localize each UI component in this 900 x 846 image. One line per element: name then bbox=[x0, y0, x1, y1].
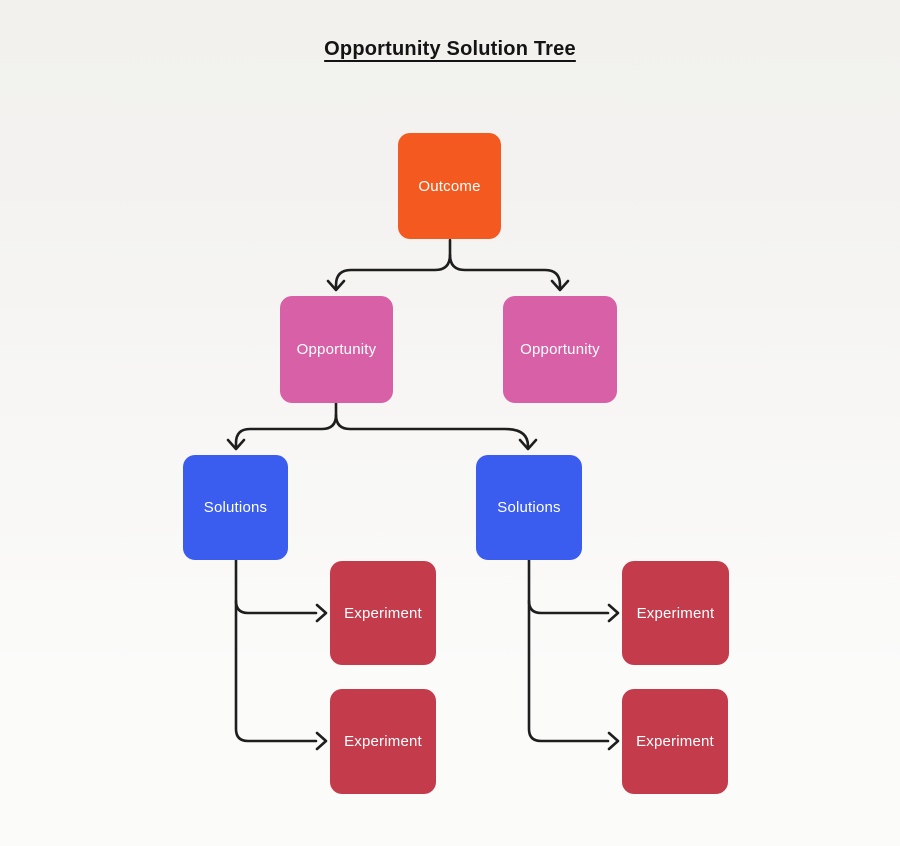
arrowhead-right-icon bbox=[315, 731, 328, 751]
arrowhead-down-icon bbox=[326, 279, 346, 292]
node-experiment-right-top[interactable]: Experiment bbox=[622, 561, 729, 665]
node-solutions-right[interactable]: Solutions bbox=[476, 455, 582, 560]
arrowhead-down-icon bbox=[550, 279, 570, 292]
edge-solutions-left-to-experiment-left-bottom bbox=[234, 599, 328, 751]
node-solutions-left[interactable]: Solutions bbox=[183, 455, 288, 560]
node-experiment-right-top-label: Experiment bbox=[636, 604, 715, 622]
edge-solutions-left-to-experiment-left-top bbox=[234, 558, 328, 623]
arrowhead-right-icon bbox=[315, 603, 328, 623]
node-experiment-left-bottom[interactable]: Experiment bbox=[330, 689, 436, 794]
node-experiment-right-bottom[interactable]: Experiment bbox=[622, 689, 728, 794]
page-title: Opportunity Solution Tree bbox=[324, 38, 576, 60]
node-solutions-left-label: Solutions bbox=[203, 499, 268, 516]
node-experiment-left-top-label: Experiment bbox=[344, 604, 422, 622]
arrowhead-down-icon bbox=[518, 438, 538, 451]
arrowhead-right-icon bbox=[607, 603, 620, 623]
node-solutions-right-label: Solutions bbox=[497, 499, 561, 516]
node-opportunity-left-label: Opportunity bbox=[296, 341, 377, 358]
arrowhead-down-icon bbox=[226, 438, 246, 451]
node-opportunity-left[interactable]: Opportunity bbox=[280, 296, 393, 403]
node-opportunity-right[interactable]: Opportunity bbox=[503, 296, 617, 403]
node-outcome-label: Outcome bbox=[418, 177, 481, 195]
edge-solutions-right-to-experiment-right-bottom bbox=[527, 599, 620, 751]
edge-outcome-to-opportunity-right bbox=[448, 253, 570, 292]
node-opportunity-right-label: Opportunity bbox=[520, 341, 600, 358]
edge-solutions-right-to-experiment-right-top bbox=[527, 558, 620, 623]
edge-opportunity-left-to-solutions-left bbox=[226, 401, 338, 451]
edge-opportunity-left-to-solutions-right bbox=[334, 413, 538, 451]
node-experiment-left-bottom-label: Experiment bbox=[344, 733, 422, 750]
node-experiment-left-top[interactable]: Experiment bbox=[330, 561, 436, 665]
node-outcome[interactable]: Outcome bbox=[398, 133, 501, 239]
arrowhead-right-icon bbox=[607, 731, 620, 751]
edge-outcome-to-opportunity-left bbox=[326, 238, 452, 292]
node-experiment-right-bottom-label: Experiment bbox=[636, 733, 714, 750]
